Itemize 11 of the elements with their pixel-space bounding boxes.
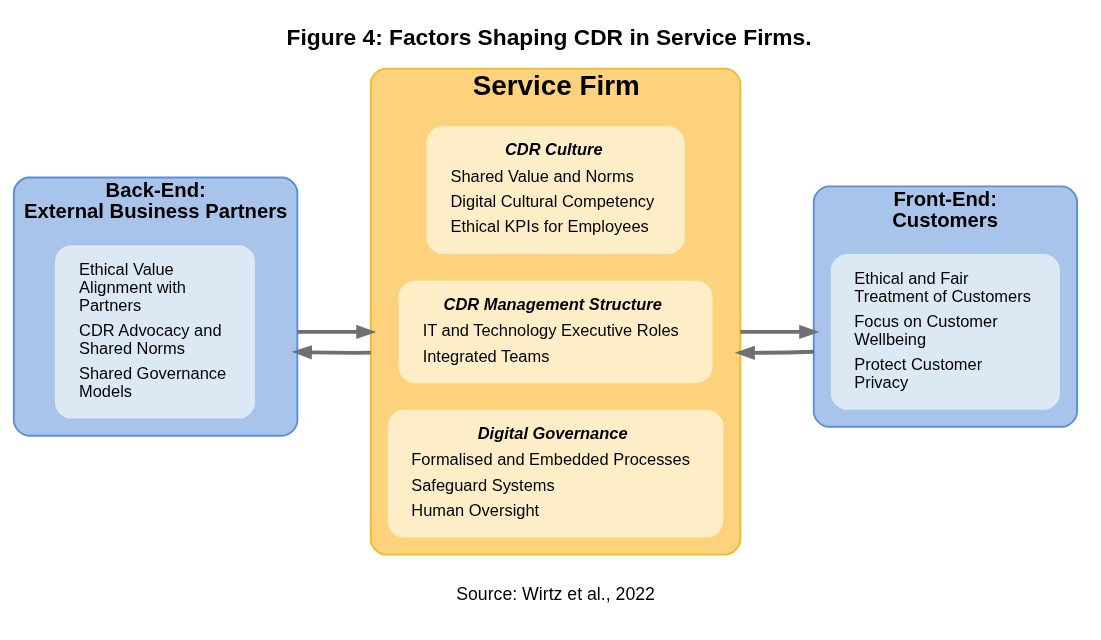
node-box: Ethical Value Alignment with Partners CDR Advocacy and Shared Norms Shared Governance Models <box>55 244 255 419</box>
caption: Source: Wirtz et al., 2022 <box>456 583 655 604</box>
arrow <box>740 324 820 339</box>
arrow <box>291 344 371 359</box>
arrow <box>297 324 377 339</box>
node-box: Ethical and Fair Treatment of Customers Focus on Customer Wellbeing Protect Customer Privacy <box>830 253 1060 410</box>
node-box: CDR Culture Shared Value and Norms Digital Cultural Competency Ethical KPIs for Employees <box>426 125 685 254</box>
node-box: CDR Management Structure IT and Technology Executive Roles Integrated Teams <box>398 280 713 383</box>
arrow <box>734 345 814 360</box>
node-box: Digital Governance Formalised and Embedded Processes Safeguard Systems Human Oversight <box>387 409 724 538</box>
diagram-title: Figure 4: Factors Shaping CDR in Service Firms. <box>286 23 812 50</box>
